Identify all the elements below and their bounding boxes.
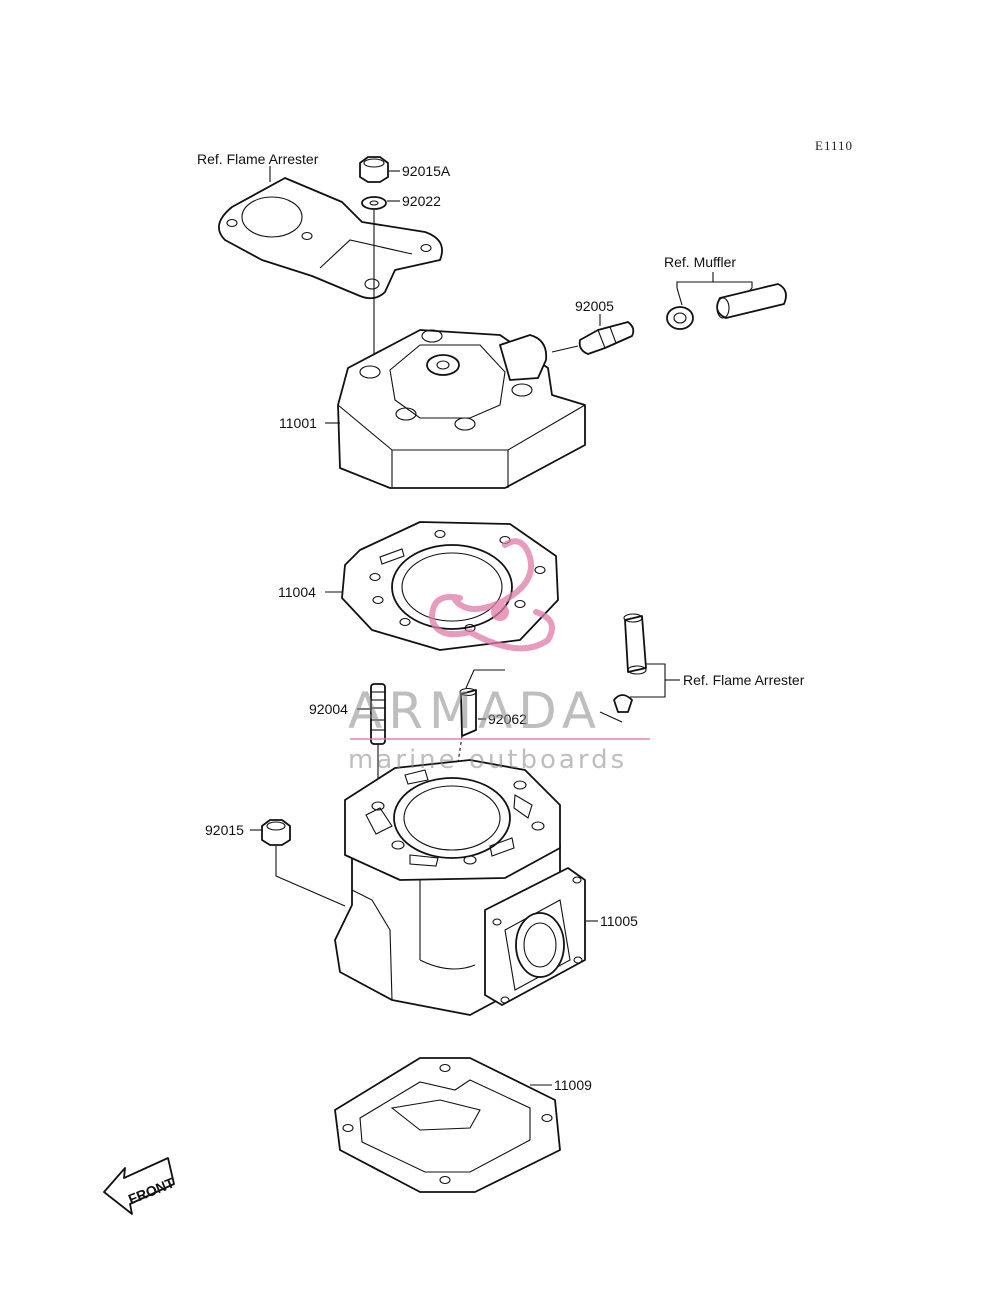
watermark-brand: ARMADA [348,682,602,740]
hose-clamp [666,306,694,330]
washer-92022 [361,196,387,210]
label-ref-flame-arrester-right: Ref. Flame Arrester [683,672,805,688]
cylinder-11005 [334,759,586,1016]
label-11004: 11004 [278,584,316,600]
label-11005: 11005 [600,913,638,929]
watermark-tagline: marine outboards [348,745,627,775]
label-92015A: 92015A [402,163,451,179]
label-92022: 92022 [402,193,441,209]
muffler-hose [716,283,787,319]
label-11009: 11009 [554,1077,592,1093]
label-92015: 92015 [205,822,244,838]
fitting-92005 [578,321,635,355]
nut-92015A [359,156,389,183]
fitting-92062 [459,687,477,737]
label-11001: 11001 [279,415,317,431]
label-92062: 92062 [488,711,527,727]
label-92004: 92004 [309,701,348,717]
flame-arrester-fitting [613,694,633,713]
label-ref-muffler: Ref. Muffler [664,254,736,270]
cylinder-head-11001 [337,329,586,489]
label-ref-flame-arrester-top: Ref. Flame Arrester [197,151,319,167]
flame-arrester-pipe [623,613,647,675]
nut-92015 [261,819,291,846]
flame-arrester-bracket [218,177,443,300]
base-gasket-11009 [334,1057,561,1193]
label-92005: 92005 [575,298,614,314]
front-arrow-icon: FRONT [103,1157,177,1215]
watermark: ARMADA marine outboards [348,538,650,775]
armada-logo-icon [428,538,555,652]
diagram-code: E1110 [815,138,853,153]
